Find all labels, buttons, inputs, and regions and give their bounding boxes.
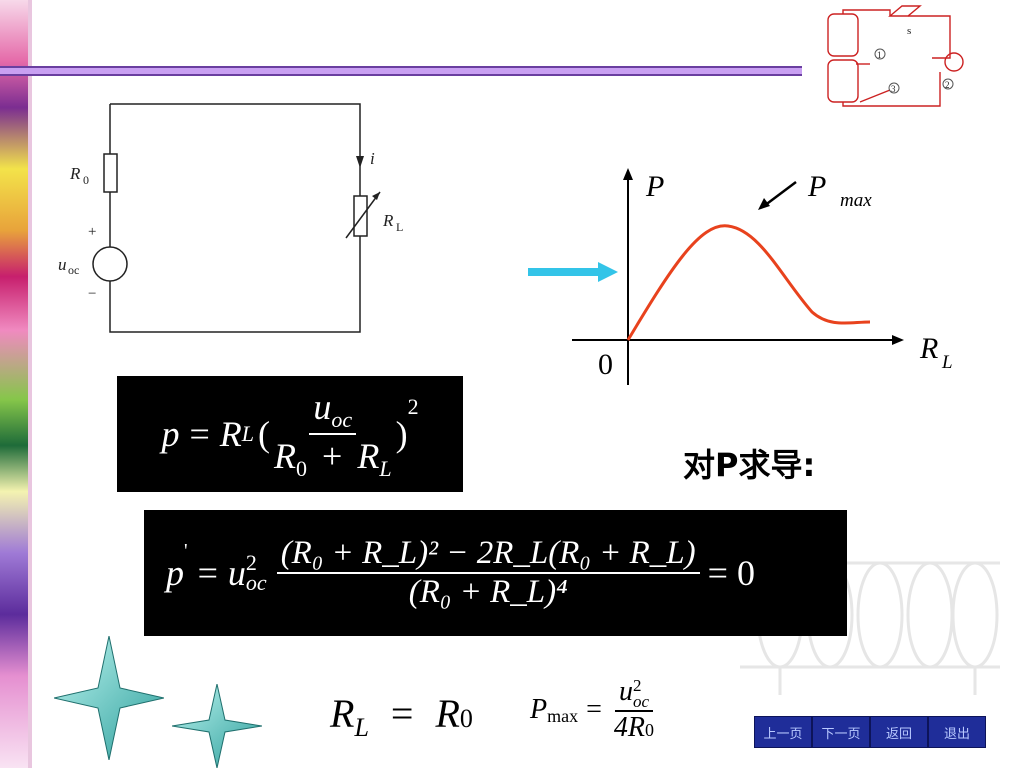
eq2-equals: =: [197, 553, 218, 593]
eq3-r0-sub: 0: [459, 704, 473, 733]
eq3-equals: =: [390, 691, 414, 736]
origin-label: 0: [598, 348, 613, 381]
eq1-r-sub: L: [241, 421, 254, 446]
eq4-den-sub: 0: [645, 719, 655, 740]
pmax-pointer-arrow: [763, 181, 797, 207]
star-decoration-large: [54, 636, 164, 760]
derivative-prompt: 对P求导:: [683, 446, 816, 484]
eq1-exponent: 2: [407, 394, 419, 419]
r0-label: R: [69, 164, 81, 183]
next-page-button[interactable]: 下一页: [812, 716, 870, 748]
eq2-u-sup: 2: [245, 550, 257, 575]
derivative-equation-box: p' = u 2 oc (R₀ + R_L)² − 2R_L(R₀ + R_L)…: [144, 510, 847, 636]
x-axis-label: R: [919, 332, 938, 365]
y-axis-label: P: [645, 170, 664, 203]
eq4-p: P: [530, 693, 548, 725]
eq2-u-sub: oc: [245, 570, 267, 595]
prev-page-button[interactable]: 上一页: [754, 716, 812, 748]
indicator-arrow-head: [598, 262, 618, 282]
variable-arrow: [345, 191, 381, 239]
eq2-prime: ': [184, 540, 188, 562]
eq1-den-rl: R: [357, 436, 380, 476]
optimal-load-equation: RL = R0: [330, 690, 473, 743]
x-axis-subscript: L: [941, 352, 953, 373]
eq2-fraction: (R₀ + R_L)² − 2R_L(R₀ + R_L) (R₀ + R_L)⁴: [276, 535, 700, 611]
rl-label: R: [382, 211, 394, 230]
eq1-den-r0: R: [274, 436, 296, 476]
eq2-denominator: (R₀ + R_L)⁴: [408, 574, 568, 610]
marker-2: 2: [945, 80, 950, 90]
eq1-den-plus: +: [322, 436, 343, 476]
eq1-den-sub0: 0: [296, 456, 307, 482]
voltage-source: [92, 246, 128, 282]
power-curve: [626, 224, 871, 341]
decorative-side-strip: [0, 0, 28, 768]
current-arrow: [356, 156, 364, 168]
eq1-num-sub: oc: [331, 407, 353, 432]
eq1-den-sub-l: L: [379, 456, 392, 482]
eq1-lhs: p: [161, 414, 180, 454]
uoc-label: u: [58, 255, 67, 274]
rl-subscript: L: [396, 220, 403, 234]
circuit-diagram: R 0 u oc + − i R L: [58, 103, 403, 333]
eq2-rhs: = 0: [707, 553, 755, 593]
marker-1: 1: [877, 50, 882, 60]
plus-sign: +: [88, 224, 96, 240]
eq1-fraction: uoc R0 + RL: [270, 386, 396, 482]
r0-subscript: 0: [83, 173, 89, 187]
marker-3: 3: [891, 84, 896, 94]
decorative-side-strip-edge: [28, 0, 32, 768]
indicator-arrow-shaft: [528, 268, 598, 276]
eq1-equals: =: [189, 414, 210, 454]
eq4-p-sub: max: [547, 706, 579, 727]
eq3-r-sub: L: [354, 713, 369, 742]
eq2-lhs: p: [166, 553, 184, 593]
eq4-num-sup: 2: [632, 675, 642, 695]
eq3-r0: R: [435, 691, 460, 736]
resistor-rl: [353, 195, 368, 237]
minus-sign: −: [88, 286, 96, 302]
eq4-num-sub: oc: [632, 691, 649, 711]
title-divider-bar: [0, 66, 802, 76]
resistor-r0: [103, 153, 118, 193]
current-label: i: [370, 149, 375, 168]
back-button[interactable]: 返回: [870, 716, 928, 748]
uoc-subscript: oc: [68, 263, 79, 277]
eq2-u: u: [227, 553, 246, 593]
exit-button[interactable]: 退出: [928, 716, 986, 748]
star-decoration-small: [172, 684, 262, 768]
eq2-numerator: (R₀ + R_L)² − 2R_L(R₀ + R_L): [276, 535, 700, 574]
switch-label: s: [907, 25, 911, 37]
eq4-num-u: u: [618, 676, 633, 707]
corner-circuit-thumbnail: s 1 2 3: [827, 5, 964, 107]
eq1-num-u: u: [313, 386, 332, 427]
power-curve-graph: P P max R L 0: [528, 168, 953, 385]
pmax-label: P: [807, 170, 826, 203]
eq3-r: R: [330, 691, 355, 736]
eq4-equals: =: [586, 693, 602, 725]
pmax-subscript: max: [840, 190, 872, 211]
eq1-r: R: [219, 414, 242, 454]
eq4-den: 4R: [613, 711, 646, 743]
